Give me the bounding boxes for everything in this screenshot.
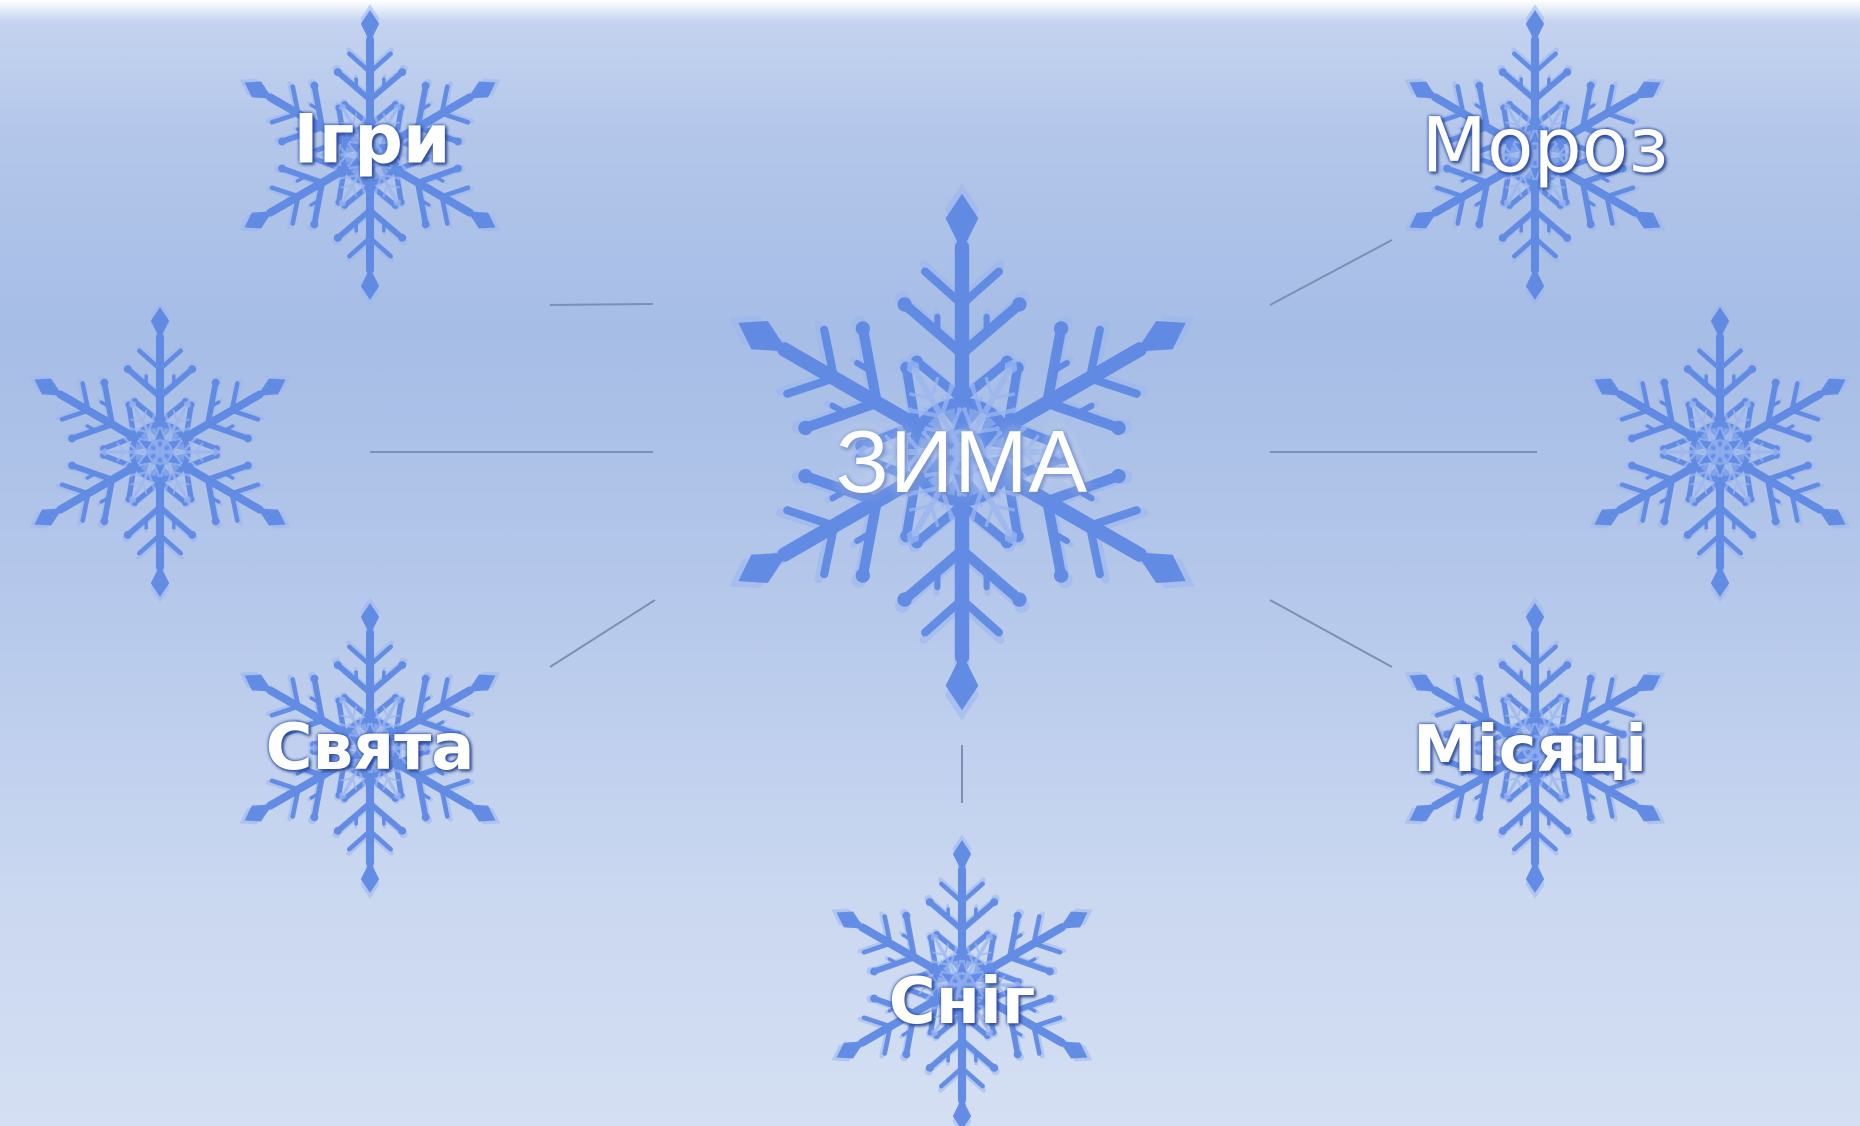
- connector-lines: [370, 240, 1537, 803]
- connector-line: [550, 304, 653, 305]
- node-label-moroz: Мороз: [1421, 101, 1668, 190]
- node-label-snih: Сніг: [889, 965, 1036, 1039]
- connector-line: [1270, 240, 1392, 305]
- connector-line: [1270, 600, 1392, 667]
- snowflake-icon: [11, 301, 310, 602]
- center-label: ЗИМА: [836, 411, 1088, 513]
- node-label-misiatsi: Місяці: [1413, 713, 1647, 787]
- node-label-sviata: Свята: [266, 711, 475, 785]
- node-label-igry: Ігри: [293, 101, 450, 180]
- snowflake-icon: [1571, 301, 1860, 602]
- connector-line: [550, 600, 655, 667]
